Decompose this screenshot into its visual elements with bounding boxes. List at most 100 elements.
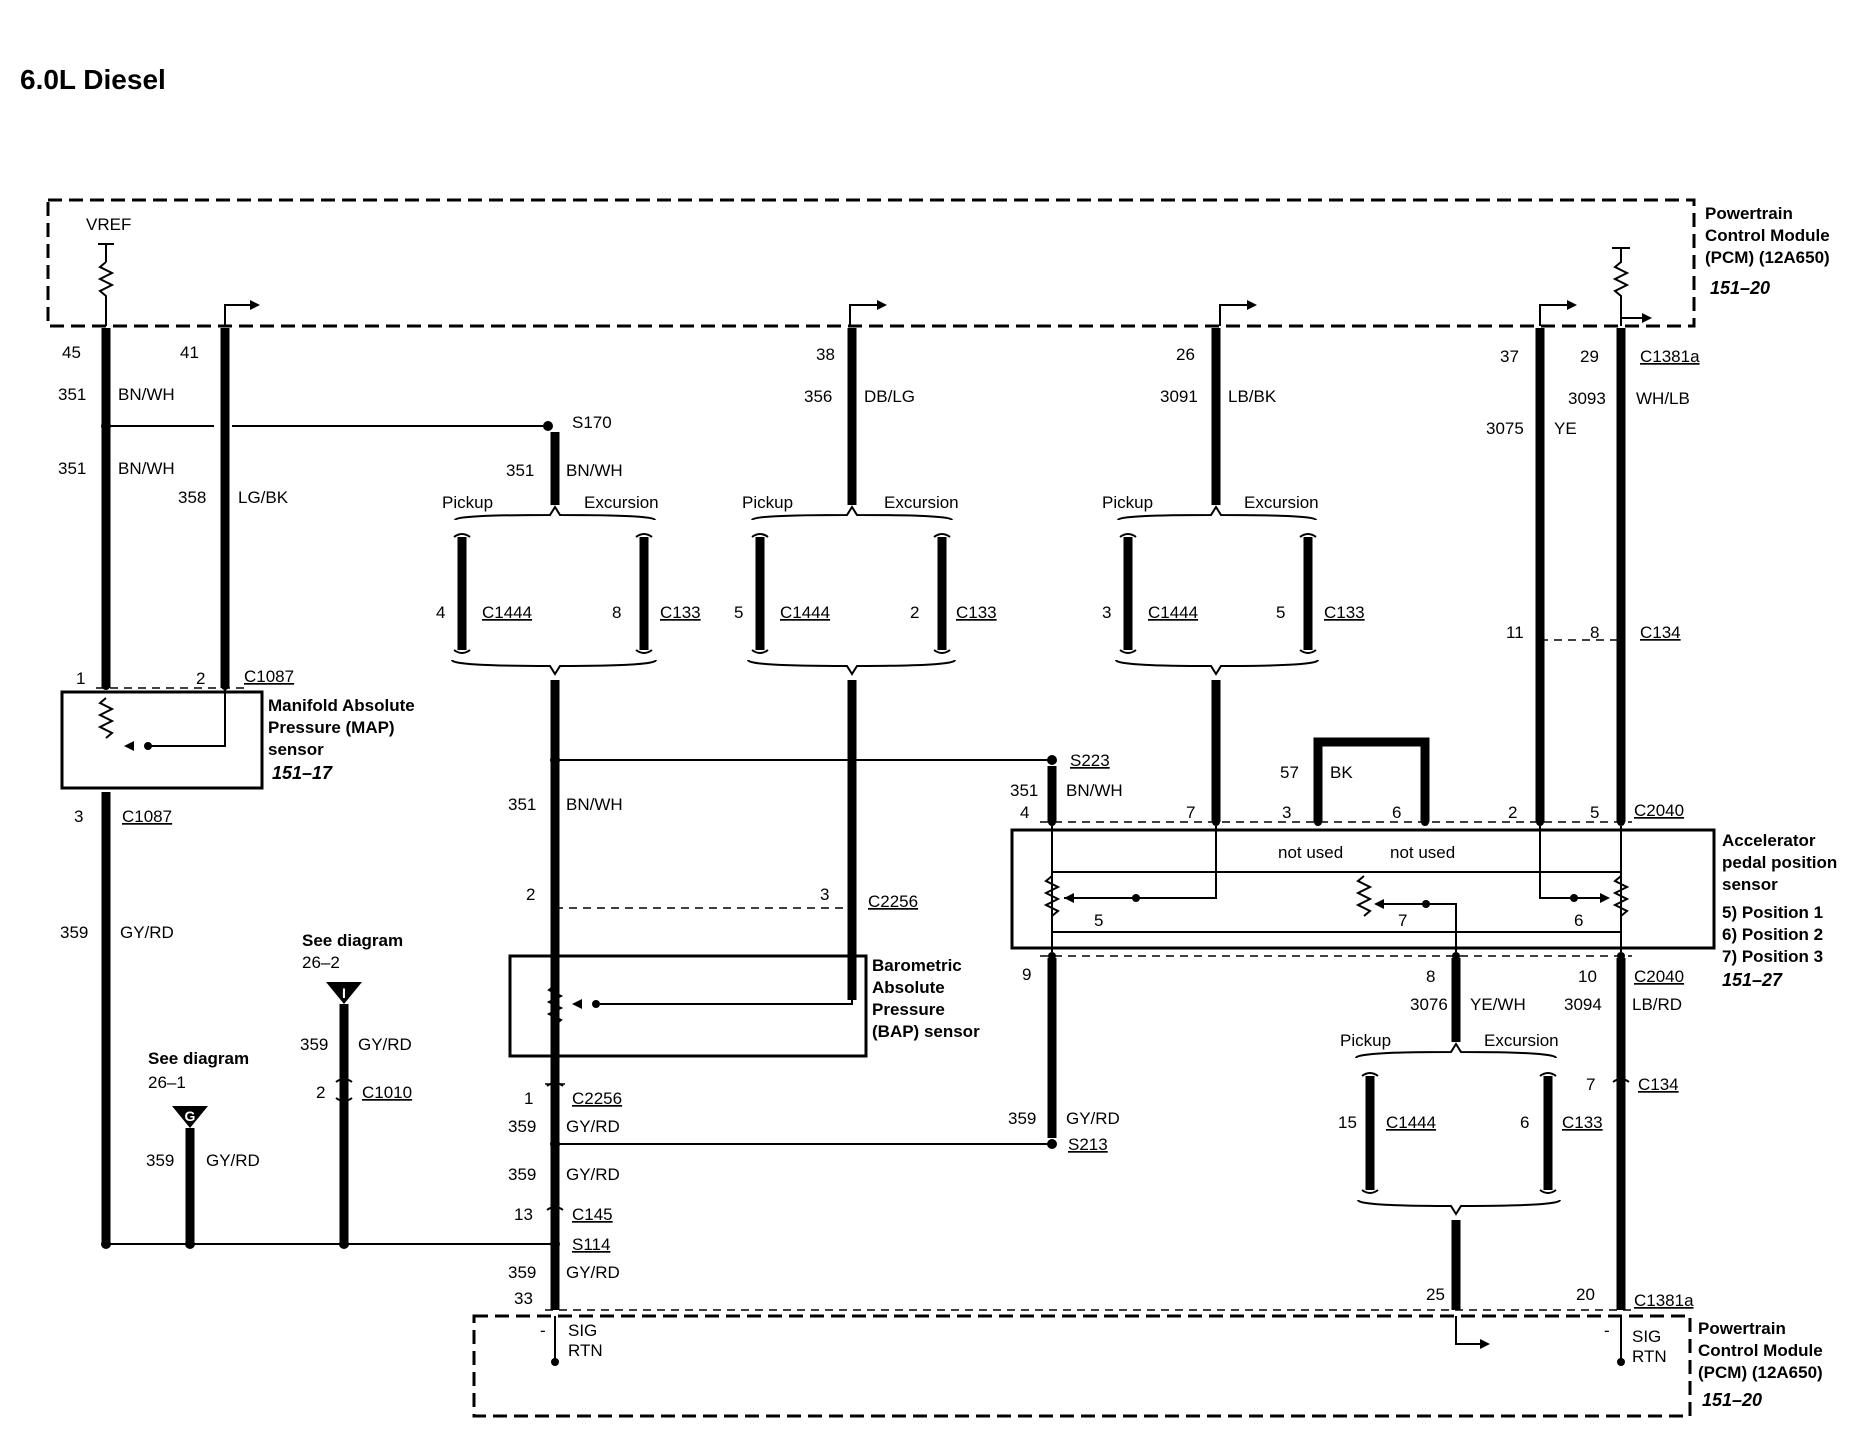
- pk3-right-pin: 5: [1276, 603, 1285, 622]
- sig-rtn-left-2: RTN: [568, 1341, 603, 1360]
- app-name-line3: sensor: [1722, 875, 1778, 894]
- c2256-bottom-label: C2256: [572, 1089, 622, 1108]
- wire-3091: 3091: [1160, 387, 1198, 406]
- bap-name-line1: Barometric: [872, 956, 962, 975]
- pk2-left-pin: 5: [734, 603, 743, 622]
- c2256-top-label: C2256: [868, 892, 918, 911]
- app-connector-top: C2040: [1634, 801, 1684, 820]
- wire-gyrd-g: GY/RD: [566, 1263, 620, 1282]
- pin-38: 38: [816, 345, 835, 364]
- pk4-left-pin: 15: [1338, 1113, 1357, 1132]
- app-ref-wires: [1047, 737, 1430, 822]
- c1010-label: C1010: [362, 1083, 412, 1102]
- wire-gyrd-e: GY/RD: [566, 1117, 620, 1136]
- pcm-bottom-dash-left: -: [540, 1321, 546, 1340]
- connector-brackets: [335, 533, 1630, 1211]
- c2256-pin-3: 3: [820, 885, 829, 904]
- wire-359-d1: 359: [146, 1151, 174, 1170]
- map-pin-1: 1: [76, 669, 85, 688]
- pcm-bottom-name-line1: Powertrain: [1698, 1319, 1786, 1338]
- pk3-c133: C133: [1324, 603, 1365, 622]
- excursion-4: Excursion: [1484, 1031, 1559, 1050]
- wire-351-c: 351: [506, 461, 534, 480]
- pcm-bottom-name-line2: Control Module: [1698, 1341, 1823, 1360]
- app-bottom-wires: [1047, 958, 1626, 1310]
- splice-s114: S114: [572, 1235, 610, 1254]
- app-pin-6: 6: [1392, 803, 1401, 822]
- splice-s223: S223: [1070, 751, 1110, 770]
- wire-bnwh-c: BN/WH: [566, 461, 623, 480]
- see-diagram-1-ref: 26–1: [148, 1073, 186, 1092]
- pk1-c1444: C1444: [482, 603, 532, 622]
- c145-label: C145: [572, 1205, 613, 1224]
- pin-37: 37: [1500, 347, 1519, 366]
- pcm-top-name-line3: (PCM) (12A650): [1705, 248, 1830, 267]
- see-diagram-2-label: See diagram: [302, 931, 403, 950]
- app-sensor-box: [1010, 818, 1716, 960]
- wire-bnwh-d: BN/WH: [566, 795, 623, 814]
- pcm-top-name-line1: Powertrain: [1705, 204, 1793, 223]
- pk4-right-pin: 6: [1520, 1113, 1529, 1132]
- map-pin-3: 3: [74, 807, 83, 826]
- pcm-bottom-dash-right: -: [1604, 1321, 1610, 1340]
- not-used-1: not used: [1278, 843, 1343, 862]
- pcm-pin-33: 33: [514, 1289, 533, 1308]
- wire-359-e: 359: [508, 1117, 536, 1136]
- not-used-2: not used: [1390, 843, 1455, 862]
- bap-signal-wire: [747, 328, 956, 1000]
- wire-lgbk: LG/BK: [238, 488, 289, 507]
- excursion-3: Excursion: [1244, 493, 1319, 512]
- bap-vref-wire: [451, 432, 1057, 1310]
- pin-29: 29: [1580, 347, 1599, 366]
- map-wires: [101, 328, 553, 1244]
- s213-line: [550, 1139, 1057, 1149]
- bap-sensor-box: [508, 904, 868, 1085]
- wire-351-d: 351: [508, 795, 536, 814]
- app-pin-5: 5: [1590, 803, 1599, 822]
- pk2-c133: C133: [956, 603, 997, 622]
- app-pin-8: 8: [1426, 967, 1435, 986]
- pcm-pin-20: 20: [1576, 1285, 1595, 1304]
- pk3-c1444: C1444: [1148, 603, 1198, 622]
- bap-name-line3: Pressure: [872, 1000, 945, 1019]
- c134-pin-11: 11: [1506, 623, 1524, 642]
- pickup-2: Pickup: [742, 493, 793, 512]
- pk1-left-pin: 4: [436, 603, 445, 622]
- vref-label: VREF: [86, 215, 131, 234]
- wire-gyrd-h: GY/RD: [1066, 1109, 1120, 1128]
- wire-ye: YE: [1554, 419, 1577, 438]
- sig-rtn-right-1: SIG: [1632, 1327, 1661, 1346]
- c134-label-bottom: C134: [1638, 1075, 1679, 1094]
- excursion-2: Excursion: [884, 493, 959, 512]
- map-pin-2: 2: [196, 669, 205, 688]
- app-right-wires: [1535, 328, 1626, 822]
- pk2-right-pin: 2: [910, 603, 919, 622]
- page-title: 6.0L Diesel: [20, 64, 166, 95]
- app-pin-3: 3: [1282, 803, 1291, 822]
- see-diagram-26-1: G: [172, 1106, 208, 1244]
- pcm-internal-arrows: [224, 247, 1652, 326]
- app-pos3-wire: [1115, 328, 1319, 822]
- app-pin-10: 10: [1578, 967, 1597, 986]
- app-position-1: 5) Position 1: [1722, 903, 1823, 922]
- app-name-line2: pedal position: [1722, 853, 1837, 872]
- app-position-3: 7) Position 3: [1722, 947, 1823, 966]
- pk2-c1444: C1444: [780, 603, 830, 622]
- see-diagram-26-2: I: [326, 982, 362, 1244]
- app-internal-6: 6: [1574, 911, 1583, 930]
- c134-label-top: C134: [1640, 623, 1681, 642]
- app-internal-7: 7: [1398, 911, 1407, 930]
- see-diagram-1-label: See diagram: [148, 1049, 249, 1068]
- wire-gyrd-f: GY/RD: [566, 1165, 620, 1184]
- vref-resistor-symbol: [97, 243, 115, 326]
- wire-gyrd-d2: GY/RD: [358, 1035, 412, 1054]
- map-ref: 151–17: [272, 763, 333, 783]
- map-connector-bottom: C1087: [122, 807, 172, 826]
- wire-yewh: YE/WH: [1470, 995, 1526, 1014]
- pcm-top-ref: 151–20: [1710, 278, 1770, 298]
- pickup-3: Pickup: [1102, 493, 1153, 512]
- splice-s213: S213: [1068, 1135, 1108, 1154]
- wire-356: 356: [804, 387, 832, 406]
- wire-lbbk: LB/BK: [1228, 387, 1277, 406]
- pcm-bottom-name-line3: (PCM) (12A650): [1698, 1363, 1823, 1382]
